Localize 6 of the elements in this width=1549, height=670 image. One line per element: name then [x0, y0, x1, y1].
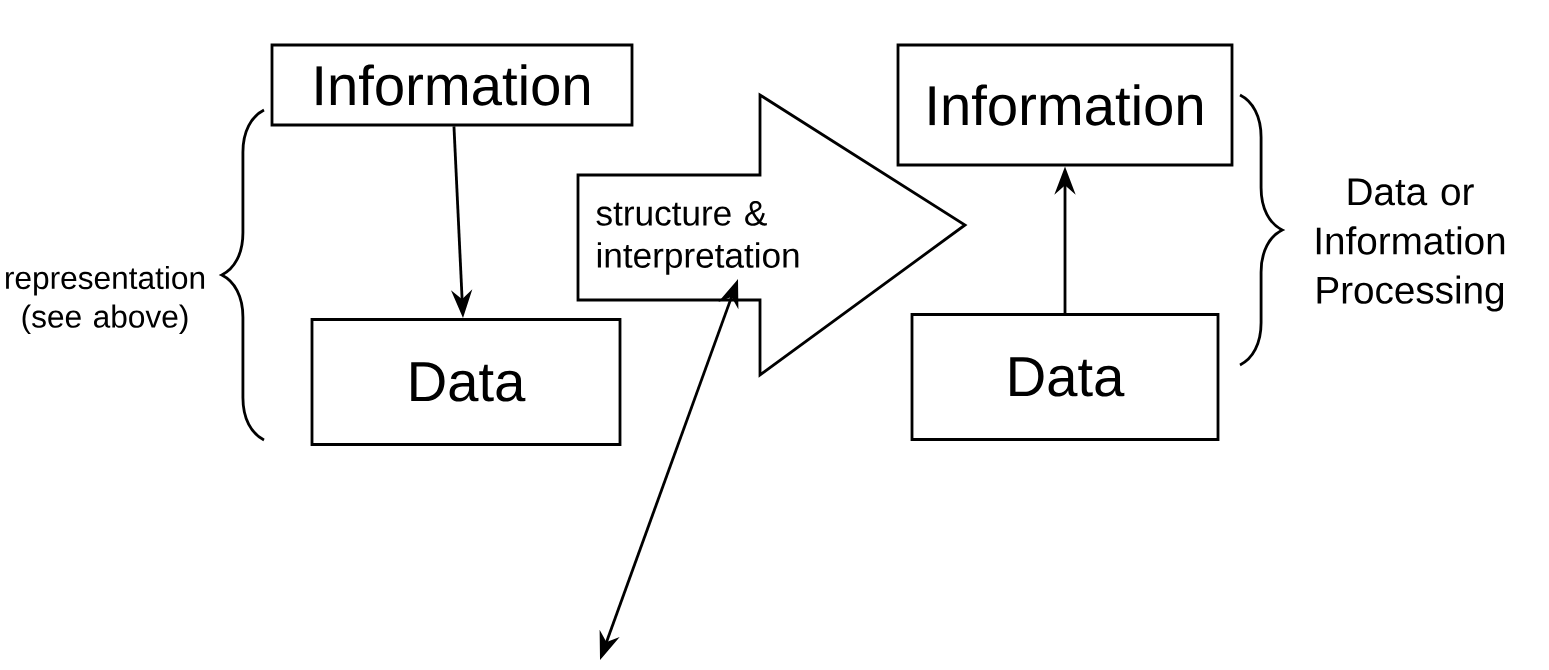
text-box: Information	[270, 43, 634, 127]
text-box: Information	[896, 43, 1234, 167]
text-box: Data	[310, 318, 622, 446]
side-label: representation (see above)	[6, 265, 205, 335]
text-box: Data	[910, 313, 1220, 441]
side-label: Data or Information Processing	[1316, 178, 1505, 312]
